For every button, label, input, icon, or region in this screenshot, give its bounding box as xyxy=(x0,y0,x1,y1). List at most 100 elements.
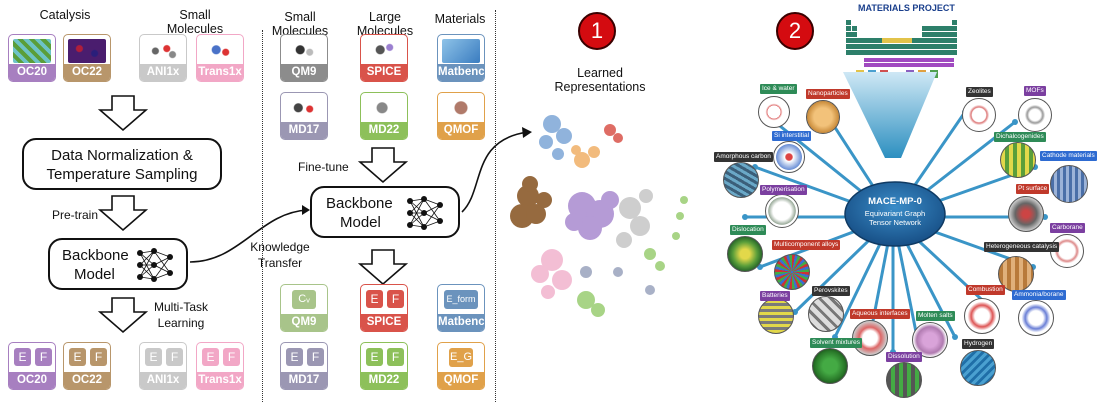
dataset-card-ani1x: ANI1x xyxy=(139,34,187,82)
app-label-pt-surface: Pt surface xyxy=(1016,184,1050,194)
dataset-card-md17: MD17 xyxy=(280,92,328,140)
batteries-thumb xyxy=(758,298,794,334)
down-arrow-1 xyxy=(97,95,149,132)
periodic-table-graphic xyxy=(846,20,957,78)
app-label-dislocation: Dislocation xyxy=(730,225,766,235)
si-interstitial-thumb xyxy=(773,141,805,173)
app-label-heterogeneous-catalysis: Heterogeneous catalysis xyxy=(984,242,1060,252)
solvent-mixtures-thumb xyxy=(812,348,848,384)
cathode-materials-thumb xyxy=(1050,165,1088,203)
neural-network-icon xyxy=(137,248,173,282)
cluster-purple xyxy=(565,191,619,240)
backbone-model-box-pretrain: Backbone Model xyxy=(48,238,188,290)
dataset-card-oc22: OC22 xyxy=(63,34,111,82)
task-card-qmof: E_G QMOF xyxy=(437,342,485,390)
finetune-label: Fine-tune xyxy=(298,160,349,174)
cluster-gray xyxy=(616,189,653,248)
app-label-aqueous-interfaces: Aqueous interfaces xyxy=(850,309,910,319)
nanoparticles-thumb xyxy=(806,100,840,134)
neural-network-icon-2 xyxy=(407,196,443,230)
app-label-multicomponent-alloys: Multicomponent alloys xyxy=(772,240,841,250)
dataset-card-md22: MD22 xyxy=(360,92,408,140)
dichalcogenides-thumb xyxy=(1000,142,1036,178)
app-label-molten-salts: Molten salts xyxy=(916,311,955,321)
task-card-matbench: E_form Matbench xyxy=(437,284,485,332)
app-label-hydrogen: Hydrogen xyxy=(962,339,995,349)
panel-number-1: 1 xyxy=(578,12,616,50)
app-label-amorphous-carbon: Amorphous carbon xyxy=(714,152,773,162)
multitask-label: Multi-Task Learning xyxy=(146,300,216,330)
dataset-card-matbench: Matbench xyxy=(437,34,485,82)
app-label-dichalcogenides: Dichalcogenides xyxy=(994,132,1046,142)
dotted-separator-2 xyxy=(495,10,496,402)
hydrogen-thumb xyxy=(960,350,996,386)
knowledge-line1: Knowledge xyxy=(250,240,310,254)
combustion-thumb xyxy=(964,298,1000,334)
cluster-slate xyxy=(580,266,655,295)
multitask-line2: Learning xyxy=(157,316,205,330)
app-label-solvent-mixtures: Solvent mixtures xyxy=(810,338,863,348)
cluster-green xyxy=(577,196,688,317)
materials-project-header: MATERIALS PROJECT xyxy=(858,3,955,13)
learned-representations-header: Learned Representations xyxy=(554,66,646,94)
app-label-nanoparticles: Nanoparticles xyxy=(806,89,850,99)
amorphous-carbon-thumb xyxy=(723,162,759,198)
funnel-cone xyxy=(843,72,937,158)
app-label-polymerisation: Polymerisation xyxy=(760,185,807,195)
app-label-cathode-materials: Cathode materials xyxy=(1040,151,1097,161)
dataset-card-trans1x: Trans1x xyxy=(196,34,244,82)
app-label-batteries: Batteries xyxy=(760,291,790,301)
dotted-separator-1 xyxy=(262,30,263,402)
ammonia-borane-thumb xyxy=(1018,300,1054,336)
mace-subtitle-2: Tensor Network xyxy=(868,218,922,227)
app-label-zeolites: Zeolites xyxy=(966,87,993,97)
multitask-line1: Multi-Task xyxy=(153,300,208,314)
dataset-card-qmof: QMOF xyxy=(437,92,485,140)
cluster-orange xyxy=(571,145,600,168)
polymerisation-thumb xyxy=(765,194,799,228)
knowledge-transfer-label: Knowledge Transfer xyxy=(250,240,310,270)
down-arrow-2 xyxy=(97,195,149,232)
knowledge-transfer-arrowhead xyxy=(302,205,310,215)
cluster-blue xyxy=(539,115,572,160)
down-arrow-3 xyxy=(97,297,149,334)
app-label-mofs: MOFs xyxy=(1024,86,1046,96)
dislocation-thumb xyxy=(727,236,763,272)
zeolites-thumb xyxy=(962,98,996,132)
down-arrow-mid-bottom xyxy=(357,249,409,286)
mace-name: MACE-MP-0 xyxy=(868,196,922,207)
tsne-scatter-plot xyxy=(510,115,688,317)
app-label-combustion: Combustion xyxy=(966,285,1005,295)
dataset-card-oc20: OC20 xyxy=(8,34,56,82)
cluster-pink xyxy=(531,249,572,299)
small-molecules-header-left: Small Molecules xyxy=(166,8,224,36)
materials-header: Materials xyxy=(434,12,486,26)
data-normalization-box: Data Normalization & Temperature Samplin… xyxy=(22,138,222,190)
mace-title: MACE-MP-0 Equivariant Graph Tensor Netwo… xyxy=(845,196,945,227)
ice-water-thumb xyxy=(758,96,790,128)
left-flow-arrows xyxy=(97,95,149,334)
mofs-thumb xyxy=(1018,98,1052,132)
app-label-perovskites: Perovskites xyxy=(812,286,850,296)
panel-number-2: 2 xyxy=(776,12,814,50)
cluster-red xyxy=(604,124,623,143)
pretrain-label: Pre-train xyxy=(52,208,99,222)
app-label-carborane: Carborane xyxy=(1050,223,1085,233)
task-card-qm9: Cᵥ QM9 xyxy=(280,284,328,332)
perovskites-thumb xyxy=(808,296,844,332)
app-label-ammonia-borane: Ammonia/borane xyxy=(1012,290,1066,300)
app-label-dissolution: Dissolution xyxy=(886,352,922,362)
knowledge-line2: Transfer xyxy=(257,256,303,270)
cluster-brown xyxy=(510,176,552,228)
app-label-ice-water: Ice & water xyxy=(760,84,797,94)
dataset-card-spice: SPICE xyxy=(360,34,408,82)
mace-center-node xyxy=(844,181,946,247)
down-arrow-finetune xyxy=(357,147,409,184)
